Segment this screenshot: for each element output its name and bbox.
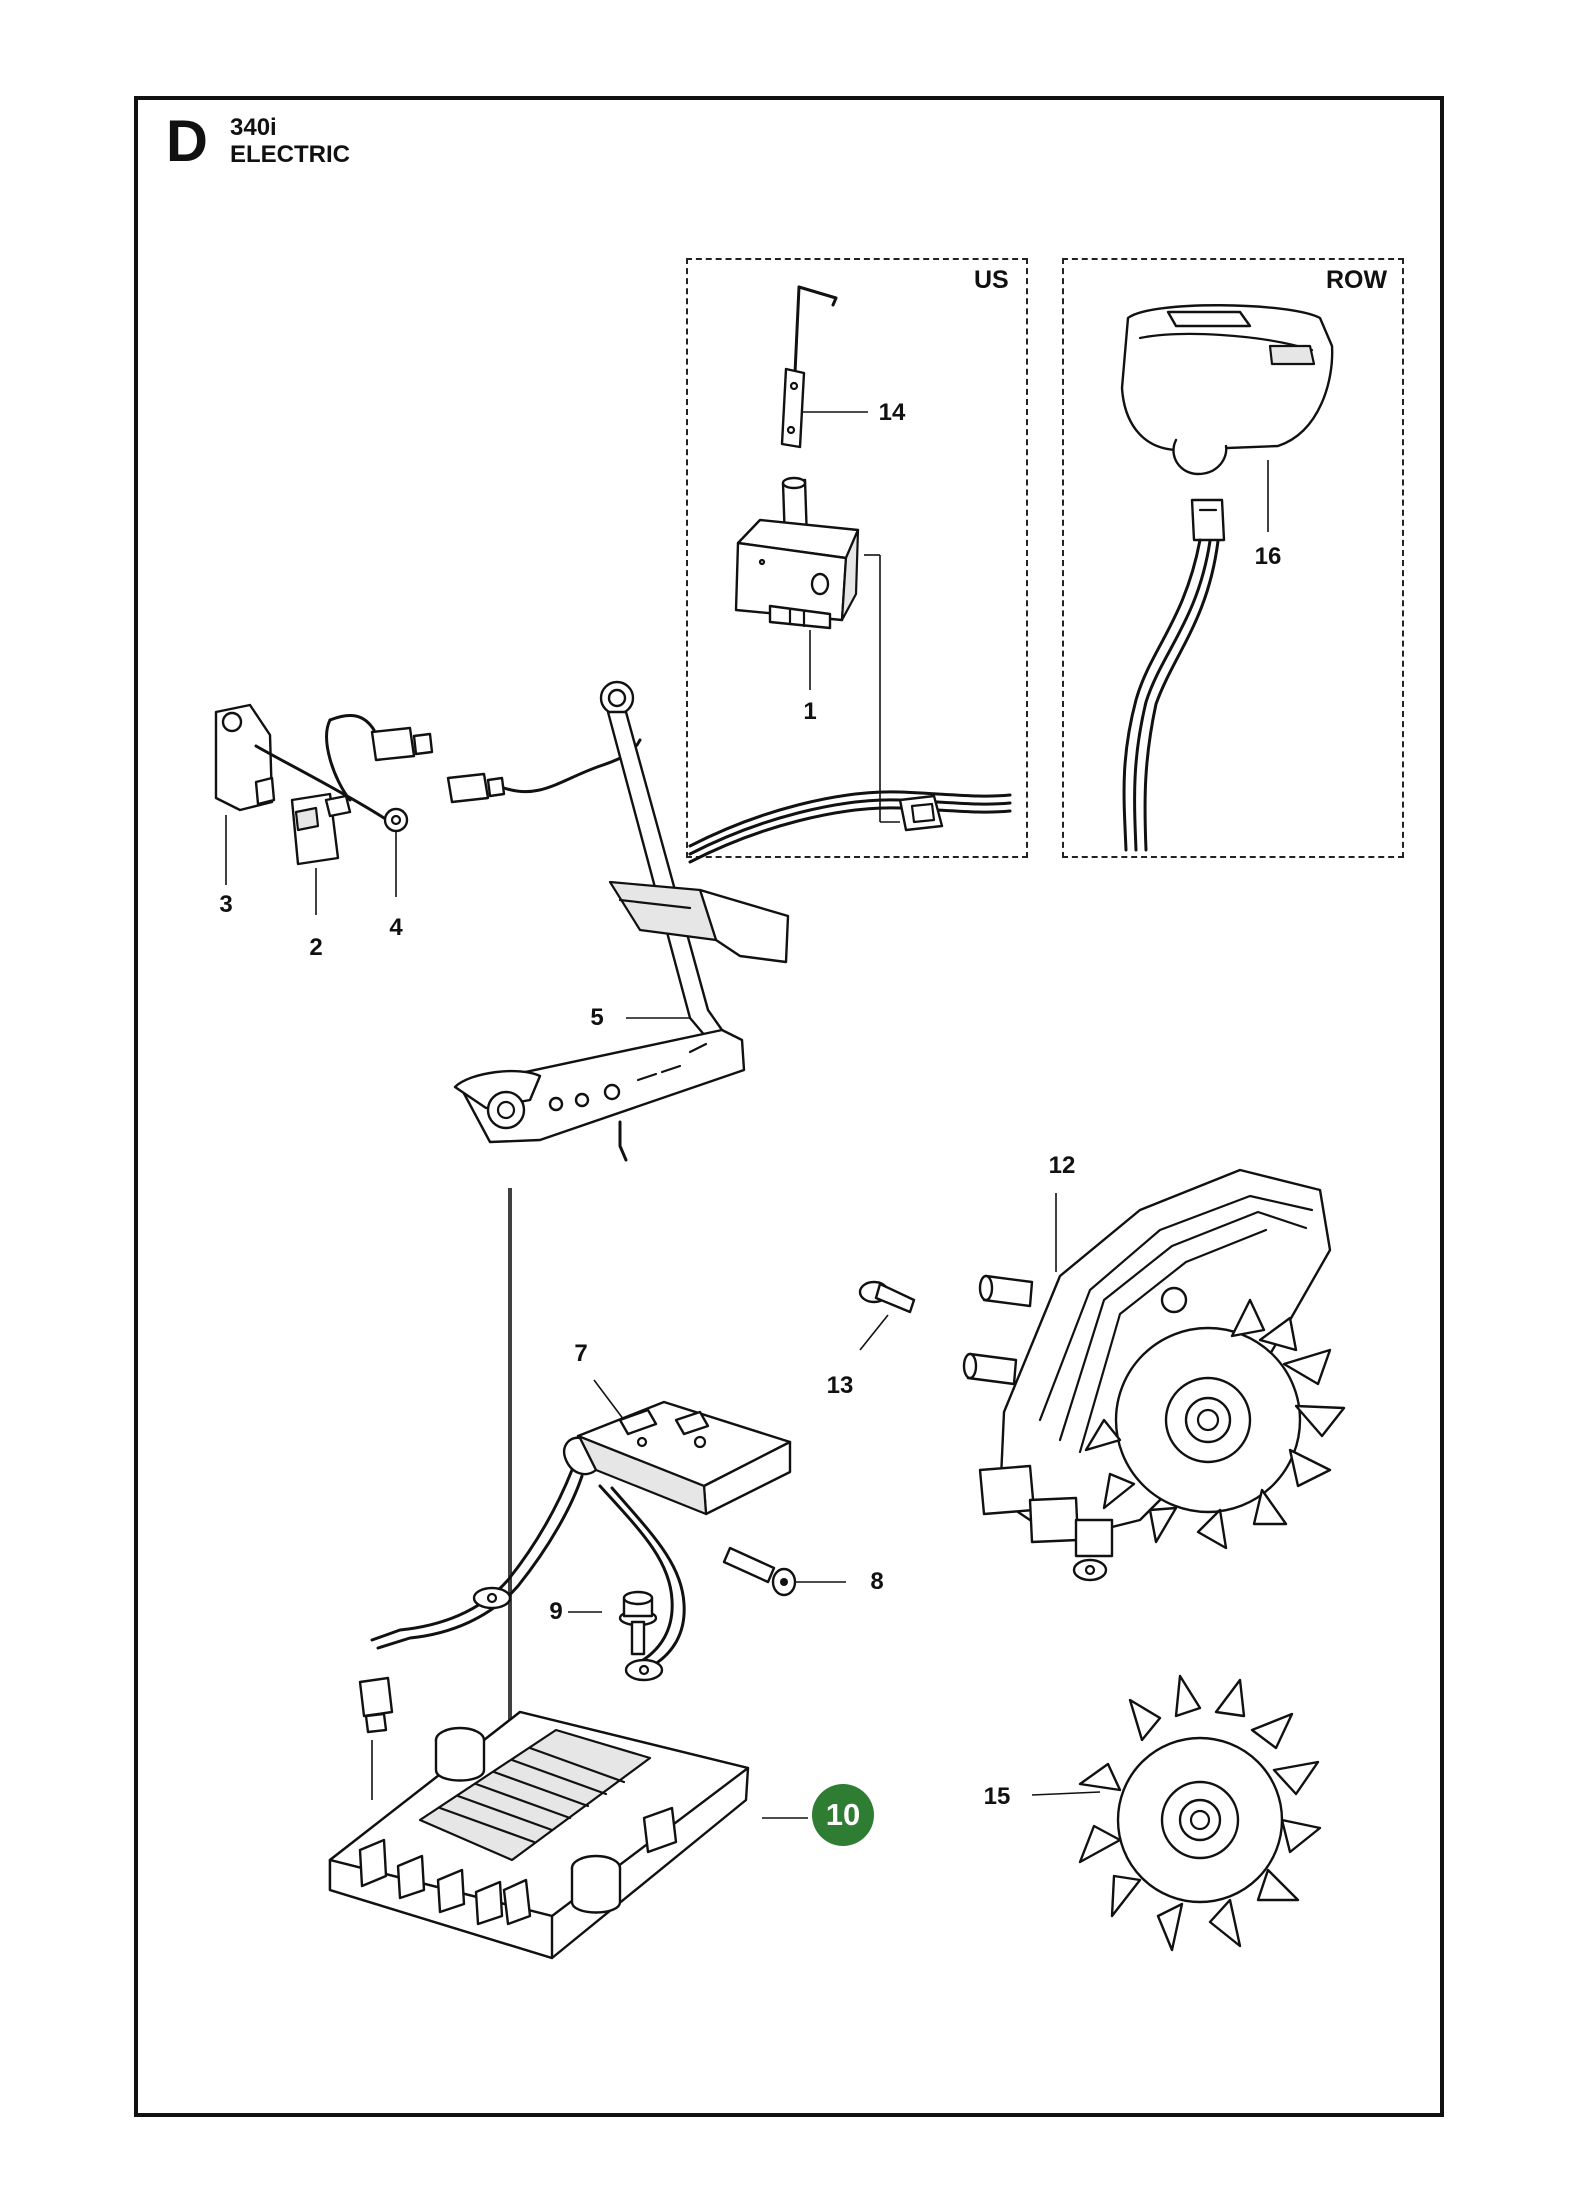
section-letter: D	[166, 109, 208, 174]
part-7-drawing	[358, 1400, 792, 1734]
part-label-4[interactable]: 4	[389, 914, 403, 941]
row-region-label: ROW	[1326, 266, 1388, 294]
part-8-drawing	[722, 1546, 797, 1597]
part-label-10-highlighted[interactable]: 10	[812, 1784, 874, 1846]
part-2-drawing	[290, 792, 352, 866]
part-5-drawing	[453, 680, 790, 1162]
part-label-8[interactable]: 8	[870, 1568, 884, 1595]
part-label-14[interactable]: 14	[878, 399, 906, 426]
part-16-drawing	[1120, 304, 1334, 852]
part-label-16[interactable]: 16	[1254, 543, 1282, 570]
part-label-3[interactable]: 3	[219, 891, 233, 918]
diagram-frame	[134, 96, 1444, 2117]
part-9-drawing	[618, 1590, 658, 1656]
leader-lines	[225, 411, 1269, 1912]
us-harness-drawing	[688, 790, 1012, 864]
section-title: ELECTRIC	[230, 141, 350, 168]
part-3-drawing	[214, 703, 276, 812]
part-15-drawing	[1078, 1674, 1322, 1952]
harness-connectors-drawing	[370, 726, 642, 804]
part-label-9[interactable]: 9	[549, 1598, 563, 1625]
part-label-1[interactable]: 1	[803, 698, 817, 725]
part-label-15[interactable]: 15	[983, 1783, 1011, 1810]
part-1-drawing	[734, 476, 860, 630]
part-label-7[interactable]: 7	[574, 1340, 588, 1367]
part-14-drawing	[780, 285, 838, 449]
part-12-drawing	[962, 1168, 1346, 1582]
part-label-2[interactable]: 2	[309, 934, 323, 961]
us-region-label: US	[974, 266, 1009, 294]
part-label-12[interactable]: 12	[1048, 1152, 1076, 1179]
part-4-drawing	[254, 713, 409, 833]
row-variant-box	[1062, 258, 1404, 858]
model-name: 340i	[230, 114, 277, 141]
us-variant-box	[686, 258, 1028, 858]
part-13-drawing	[858, 1280, 916, 1314]
part-label-13[interactable]: 13	[826, 1372, 854, 1399]
part-10-drawing	[328, 1710, 750, 1960]
part-label-5[interactable]: 5	[590, 1004, 604, 1031]
